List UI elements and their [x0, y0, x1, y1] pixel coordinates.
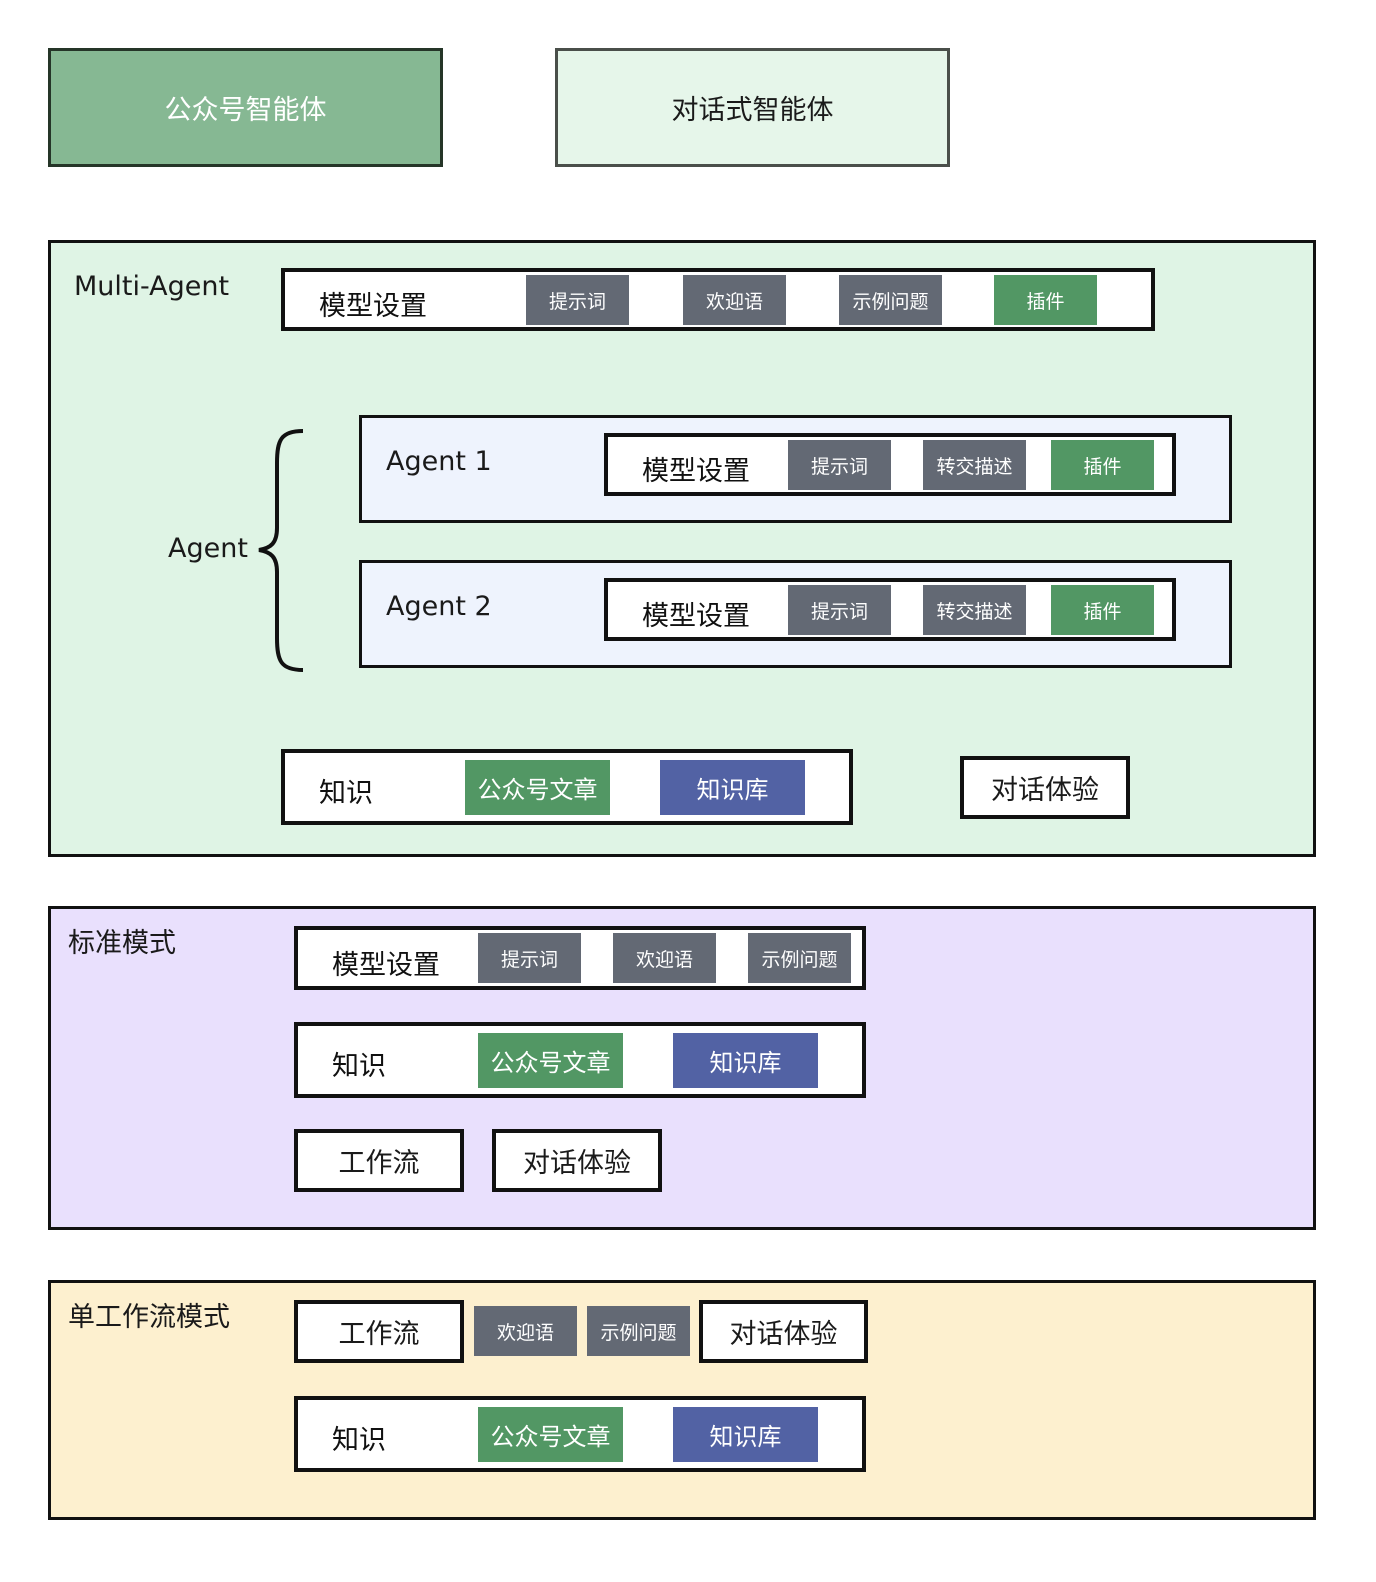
workflow-box[interactable]: 工作流	[294, 1300, 464, 1363]
single-workflow-knowledge-row: 知识 公众号文章 知识库	[294, 1396, 866, 1472]
single-workflow-mode-panel: 单工作流模式 工作流 欢迎语 示例问题 对话体验 知识 公众号文章 知识库	[48, 1280, 1316, 1520]
chat-experience-box[interactable]: 对话体验	[960, 756, 1130, 819]
chip-public-account-articles[interactable]: 公众号文章	[478, 1033, 623, 1088]
chip-plugin[interactable]: 插件	[1051, 585, 1154, 635]
knowledge-label: 知识	[332, 1051, 386, 1082]
standard-knowledge-row: 知识 公众号文章 知识库	[294, 1022, 866, 1098]
chip-handoff-description[interactable]: 转交描述	[923, 440, 1026, 490]
chip-knowledge-base[interactable]: 知识库	[660, 760, 805, 815]
multi-agent-knowledge-row: 知识 公众号文章 知识库	[281, 749, 853, 825]
public-account-agent-card[interactable]: 公众号智能体	[48, 48, 443, 167]
model-settings-label: 模型设置	[319, 291, 427, 322]
multi-agent-title: Multi-Agent	[74, 271, 230, 302]
chip-welcome[interactable]: 欢迎语	[474, 1306, 577, 1356]
chat-experience-box[interactable]: 对话体验	[699, 1300, 868, 1363]
agent-2-name: Agent 2	[386, 591, 492, 622]
model-settings-label: 模型设置	[642, 601, 750, 632]
conversational-agent-label: 对话式智能体	[671, 95, 834, 126]
chat-experience-box[interactable]: 对话体验	[492, 1129, 662, 1192]
chip-welcome[interactable]: 欢迎语	[613, 933, 716, 983]
chip-plugin[interactable]: 插件	[994, 275, 1097, 325]
chip-knowledge-base[interactable]: 知识库	[673, 1407, 818, 1462]
curly-brace-icon	[258, 429, 304, 672]
workflow-box[interactable]: 工作流	[294, 1129, 464, 1192]
chip-plugin[interactable]: 插件	[1051, 440, 1154, 490]
model-settings-label: 模型设置	[642, 456, 750, 487]
model-settings-label: 模型设置	[332, 950, 440, 981]
agent-2-box: Agent 2 模型设置 提示词 转交描述 插件	[359, 560, 1232, 668]
agent-group-label: Agent	[168, 533, 248, 564]
single-workflow-mode-title: 单工作流模式	[68, 1302, 230, 1333]
multi-agent-panel: Multi-Agent 模型设置 提示词 欢迎语 示例问题 插件 Agent A…	[48, 240, 1316, 857]
agent-1-name: Agent 1	[386, 446, 492, 477]
chip-handoff-description[interactable]: 转交描述	[923, 585, 1026, 635]
chip-public-account-articles[interactable]: 公众号文章	[465, 760, 610, 815]
chip-prompt[interactable]: 提示词	[788, 440, 891, 490]
knowledge-label: 知识	[319, 778, 373, 809]
chip-example-questions[interactable]: 示例问题	[748, 933, 851, 983]
standard-model-settings-row: 模型设置 提示词 欢迎语 示例问题	[294, 926, 866, 990]
agent-1-model-settings-row: 模型设置 提示词 转交描述 插件	[604, 433, 1176, 496]
multi-agent-model-settings-row: 模型设置 提示词 欢迎语 示例问题 插件	[281, 268, 1155, 331]
chip-knowledge-base[interactable]: 知识库	[673, 1033, 818, 1088]
chip-welcome[interactable]: 欢迎语	[683, 275, 786, 325]
chip-public-account-articles[interactable]: 公众号文章	[478, 1407, 623, 1462]
standard-mode-panel: 标准模式 模型设置 提示词 欢迎语 示例问题 知识 公众号文章 知识库 工作流 …	[48, 906, 1316, 1230]
knowledge-label: 知识	[332, 1425, 386, 1456]
chip-prompt[interactable]: 提示词	[526, 275, 629, 325]
agent-1-box: Agent 1 模型设置 提示词 转交描述 插件	[359, 415, 1232, 523]
standard-mode-title: 标准模式	[68, 928, 176, 959]
public-account-agent-label: 公众号智能体	[164, 95, 327, 126]
conversational-agent-card[interactable]: 对话式智能体	[555, 48, 950, 167]
chip-prompt[interactable]: 提示词	[478, 933, 581, 983]
agent-2-model-settings-row: 模型设置 提示词 转交描述 插件	[604, 578, 1176, 641]
chip-example-questions[interactable]: 示例问题	[587, 1306, 690, 1356]
chip-prompt[interactable]: 提示词	[788, 585, 891, 635]
chip-example-questions[interactable]: 示例问题	[839, 275, 942, 325]
